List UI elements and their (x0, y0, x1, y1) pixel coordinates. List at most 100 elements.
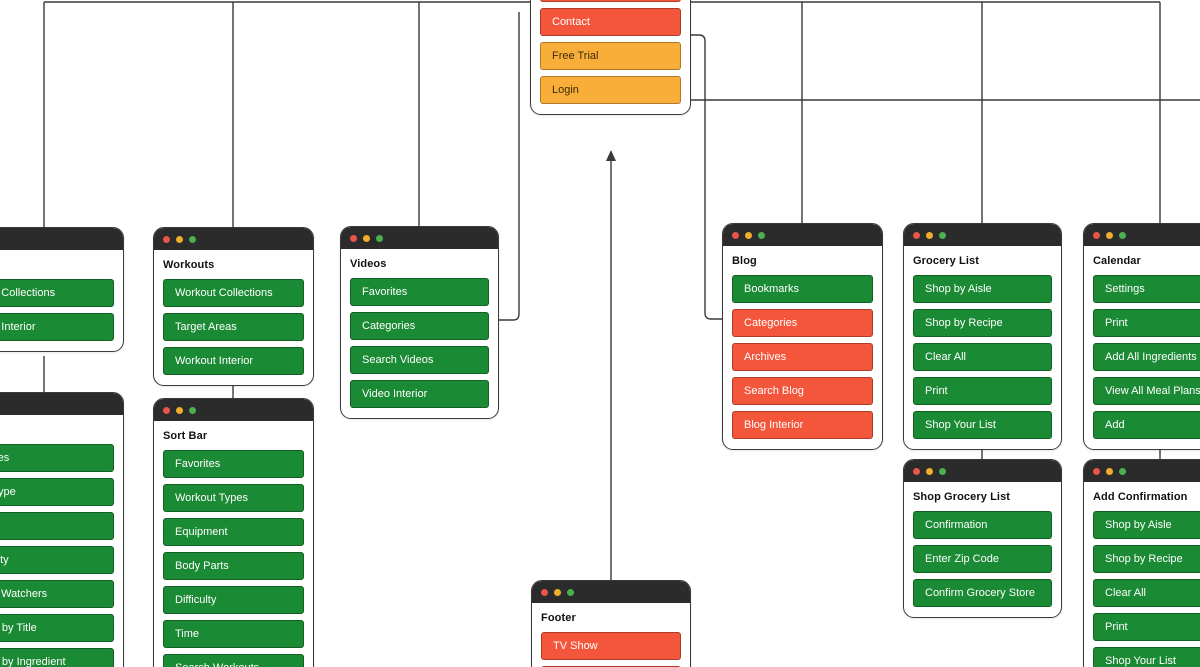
node-item[interactable]: Dietary (0, 512, 114, 540)
card-title: Grocery List (913, 255, 980, 267)
card-recipes[interactable]: Recipes Recipe Collections Recipe Interi… (0, 227, 124, 352)
node-item[interactable]: Clear All (913, 343, 1052, 371)
card-footer[interactable]: Footer TV Show (531, 580, 691, 667)
card-recipes-sort-bar[interactable]: Sort Bar Favorites Food Type Dietary Spe… (0, 392, 124, 667)
card-title: Calendar (1093, 255, 1141, 267)
node-item[interactable]: Weight Watchers (0, 580, 114, 608)
node-item[interactable]: Contact (540, 8, 681, 36)
node-item[interactable]: Recipe Interior (0, 313, 114, 341)
card-body: Shop Grocery List Confirmation Enter Zip… (904, 482, 1061, 617)
card-body: Grocery List Shop by Aisle Shop by Recip… (904, 246, 1061, 449)
node-item[interactable]: Confirmation (913, 511, 1052, 539)
card-title: Recipes (0, 258, 114, 272)
window-maximize-dot-icon (189, 406, 196, 414)
card-blog[interactable]: Blog Bookmarks Categories Archives Searc… (722, 223, 883, 450)
card-videos[interactable]: Videos Favorites Categories Search Video… (340, 226, 499, 419)
node-item[interactable]: Confirm Grocery Store (913, 579, 1052, 607)
window-minimize-dot-icon (745, 231, 752, 239)
node-item[interactable]: Search Videos (350, 346, 489, 374)
card-titlebar (154, 399, 313, 421)
node-item[interactable]: Print (1093, 613, 1200, 641)
connector-blog-elbow (686, 34, 722, 320)
window-minimize-dot-icon (363, 234, 370, 242)
window-close-dot-icon (913, 467, 920, 475)
node-item[interactable]: Search Blog (732, 377, 873, 405)
node-item[interactable]: Search Workouts (163, 654, 304, 667)
window-maximize-dot-icon (758, 231, 765, 239)
card-body: Footer TV Show (532, 603, 690, 667)
card-title: Blog (732, 255, 757, 267)
card-calendar[interactable]: Calendar Settings Print Add All Ingredie… (1083, 223, 1200, 450)
node-item[interactable]: Login (540, 76, 681, 104)
node-item[interactable]: Add All Ingredients (1093, 343, 1200, 371)
connector-videos-elbow (499, 12, 520, 321)
node-item[interactable]: Workout Types (163, 484, 304, 512)
node-item[interactable]: Shop by Aisle (1093, 511, 1200, 539)
node-item[interactable]: Blog (540, 0, 681, 2)
card-titlebar (1084, 224, 1200, 246)
node-item[interactable]: Equipment (163, 518, 304, 546)
node-item[interactable]: Shop by Aisle (913, 275, 1052, 303)
node-item[interactable]: View All Meal Plans (1093, 377, 1200, 405)
node-item[interactable]: Archives (732, 343, 873, 371)
window-minimize-dot-icon (176, 235, 183, 243)
node-item[interactable]: Difficulty (163, 586, 304, 614)
node-item[interactable]: Free Trial (540, 42, 681, 70)
node-item[interactable]: Food Type (0, 478, 114, 506)
node-item[interactable]: Search by Title (0, 614, 114, 642)
node-item[interactable]: Print (913, 377, 1052, 405)
node-item[interactable]: Body Parts (163, 552, 304, 580)
card-body: Add Confirmation Shop by Aisle Shop by R… (1084, 482, 1200, 667)
window-close-dot-icon (732, 231, 739, 239)
card-workouts-sort-bar[interactable]: Sort Bar Favorites Workout Types Equipme… (153, 398, 314, 667)
node-item[interactable]: Favorites (0, 444, 114, 472)
node-item[interactable]: Settings (1093, 275, 1200, 303)
node-item[interactable]: Print (1093, 309, 1200, 337)
node-item[interactable]: Categories (732, 309, 873, 337)
window-close-dot-icon (163, 406, 170, 414)
node-item[interactable]: Target Areas (163, 313, 304, 341)
node-item[interactable]: Enter Zip Code (913, 545, 1052, 573)
card-title: Add Confirmation (1093, 491, 1188, 503)
window-close-dot-icon (541, 588, 548, 596)
node-item[interactable]: Workout Interior (163, 347, 304, 375)
window-maximize-dot-icon (939, 467, 946, 475)
node-item[interactable]: Clear All (1093, 579, 1200, 607)
card-title: Shop Grocery List (913, 491, 1011, 503)
node-item[interactable]: Add (1093, 411, 1200, 439)
card-workouts[interactable]: Workouts Workout Collections Target Area… (153, 227, 314, 386)
node-item[interactable]: Categories (350, 312, 489, 340)
card-title: Workouts (163, 259, 215, 271)
card-titlebar (1084, 460, 1200, 482)
card-grocery-list[interactable]: Grocery List Shop by Aisle Shop by Recip… (903, 223, 1062, 450)
card-body: Videos Favorites Categories Search Video… (341, 249, 498, 418)
card-main-menu[interactable]: Main Menu Calendar Blog Contact Free Tri… (530, 0, 691, 115)
node-item[interactable]: Video Interior (350, 380, 489, 408)
node-item[interactable]: TV Show (541, 632, 681, 660)
node-item[interactable]: Workout Collections (163, 279, 304, 307)
window-minimize-dot-icon (1106, 231, 1113, 239)
card-shop-grocery-list[interactable]: Shop Grocery List Confirmation Enter Zip… (903, 459, 1062, 618)
window-maximize-dot-icon (1119, 467, 1126, 475)
node-item[interactable]: Favorites (163, 450, 304, 478)
node-item[interactable]: Recipe Collections (0, 279, 114, 307)
node-item[interactable]: Bookmarks (732, 275, 873, 303)
node-item[interactable]: Search by Ingredient (0, 648, 114, 667)
card-title: Sort Bar (0, 423, 114, 437)
node-item[interactable]: Favorites (350, 278, 489, 306)
card-titlebar (154, 228, 313, 250)
node-item[interactable]: Time (163, 620, 304, 648)
node-item[interactable]: Shop by Recipe (1093, 545, 1200, 573)
card-body: Recipes Recipe Collections Recipe Interi… (0, 250, 123, 351)
window-close-dot-icon (163, 235, 170, 243)
card-titlebar (0, 228, 123, 250)
node-item[interactable]: Specialty (0, 546, 114, 574)
node-item[interactable]: Shop Your List (913, 411, 1052, 439)
node-item[interactable]: Blog Interior (732, 411, 873, 439)
node-item[interactable]: Shop Your List (1093, 647, 1200, 667)
card-titlebar (532, 581, 690, 603)
card-add-confirmation[interactable]: Add Confirmation Shop by Aisle Shop by R… (1083, 459, 1200, 667)
window-maximize-dot-icon (939, 231, 946, 239)
node-item[interactable]: Shop by Recipe (913, 309, 1052, 337)
